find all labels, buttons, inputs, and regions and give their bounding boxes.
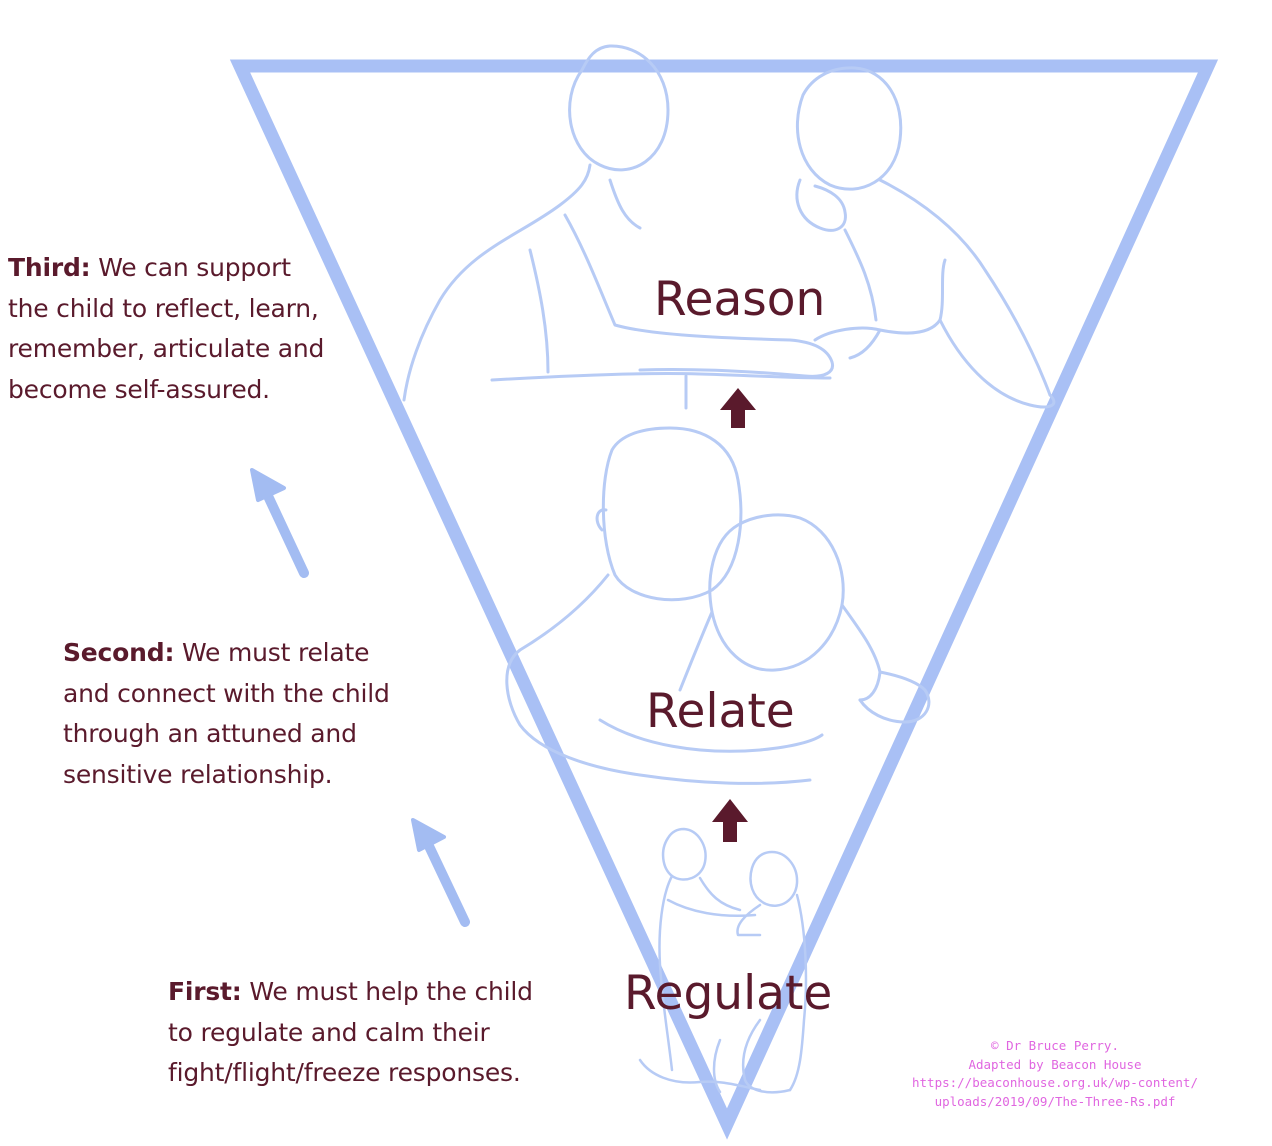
up-arrow-relate-to-reason-icon (720, 388, 756, 428)
step-second-description: Second: We must relate and connect with … (63, 633, 413, 795)
light-up-arrow-upper-icon (250, 468, 309, 578)
relate-figures-illustration (505, 426, 931, 785)
copyright-credit: © Dr Bruce Perry. Adapted by Beacon Hous… (890, 1037, 1220, 1111)
reason-figures-illustration (402, 44, 1056, 410)
step-third-lead: Third: (8, 253, 91, 282)
credit-url-line-1: https://beaconhouse.org.uk/wp-content/ (912, 1075, 1198, 1090)
up-arrow-regulate-to-relate-icon (712, 799, 748, 842)
step-first-description: First: We must help the child to regulat… (168, 972, 558, 1094)
inverted-triangle (229, 59, 1219, 1140)
step-third-description: Third: We can support the child to refle… (8, 248, 338, 410)
step-first-lead: First: (168, 977, 242, 1006)
step-first-body: We must help the child to regulate and c… (168, 977, 533, 1087)
step-second-lead: Second: (63, 638, 175, 667)
stage-label-relate: Relate (646, 684, 795, 739)
step-third-body: We can support the child to reflect, lea… (8, 253, 325, 404)
credit-url-line-2: uploads/2019/09/The-Three-Rs.pdf (934, 1093, 1176, 1109)
credit-line-1: © Dr Bruce Perry. (991, 1038, 1119, 1053)
stage-label-reason: Reason (654, 272, 826, 327)
step-second-body: We must relate and connect with the chil… (63, 638, 390, 789)
regulate-figures-illustration (638, 827, 808, 1094)
stage-label-regulate: Regulate (624, 966, 833, 1021)
credit-line-2: Adapted by Beacon House (968, 1056, 1142, 1072)
light-up-arrow-lower-icon (411, 818, 470, 927)
